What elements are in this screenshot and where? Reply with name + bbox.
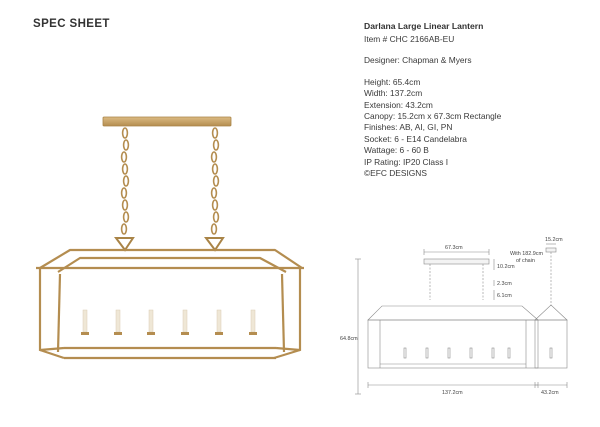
spec-list: Item # CHC 2166AB-EU Designer: Chapman &… [364, 34, 501, 179]
chain-note-line2: of chain [516, 258, 535, 264]
link-b-label: 6.1cm [497, 293, 512, 299]
spec-canopy: Canopy: 15.2cm x 67.3cm Rectangle [364, 111, 502, 122]
depth-dim-label: 43.2cm [541, 390, 559, 396]
canopy-width-label: 67.3cm [445, 245, 463, 251]
spec-finishes: Finishes: AB, AI, GI, PN [364, 122, 453, 133]
height-dim-label: 64.8cm [340, 336, 358, 342]
item-number: Item # CHC 2166AB-EU [364, 34, 455, 44]
spec-socket: Socket: 6 - E14 Candelabra [364, 133, 467, 144]
spec-ip-rating: IP Rating: IP20 Class I [364, 156, 449, 167]
designer: Designer: Chapman & Myers [364, 55, 472, 66]
spec-wattage: Wattage: 6 - 60 B [364, 145, 429, 156]
copyright: ©EFC DESIGNS [364, 168, 427, 179]
link-a-label: 2.3cm [497, 281, 512, 287]
spec-extension: Extension: 43.2cm [364, 99, 433, 110]
canopy-drop-label: 10.2cm [497, 264, 515, 270]
spec-height: Height: 65.4cm [364, 76, 421, 87]
width-dim-label: 137.2cm [442, 390, 463, 396]
product-title: Darlana Large Linear Lantern [364, 21, 484, 31]
canopy-depth-label: 15.2cm [545, 237, 563, 243]
spec-sheet-title: SPEC SHEET [33, 18, 110, 30]
chain-note-line1: With 182.9cm [510, 251, 543, 257]
spec-width: Width: 137.2cm [364, 88, 423, 99]
